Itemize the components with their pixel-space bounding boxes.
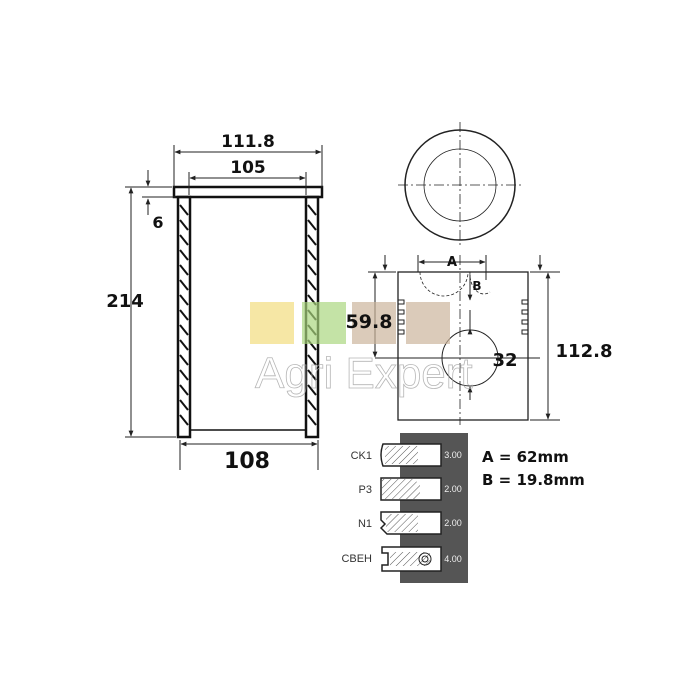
liner-length-label: 214 <box>106 291 144 312</box>
inner-diameter-label: 105 <box>230 158 266 178</box>
ring-width-ck1: 3.00 <box>444 450 462 460</box>
ring-ck1 <box>380 443 442 467</box>
ring-width-n1: 2.00 <box>444 518 462 528</box>
total-height-label: 112.8 <box>556 341 613 362</box>
dimension-b-label: B <box>472 279 481 293</box>
piston-side-view <box>368 255 560 425</box>
ring-p3 <box>380 477 442 501</box>
flange-height-label: 6 <box>152 213 163 232</box>
ring-width-cbeh: 4.00 <box>444 554 462 564</box>
pin-diameter-label: 32 <box>492 350 517 371</box>
ring-n1 <box>379 511 442 535</box>
compression-height-label: 59.8 <box>346 311 393 333</box>
ring-name-ck1: CK1 <box>351 450 372 462</box>
ring-cbeh <box>381 546 442 572</box>
dimension-a-label: A <box>447 255 457 270</box>
watermark-logo: Agri Expert <box>250 302 473 398</box>
piston-top-view <box>398 122 522 248</box>
a-value-text: A = 62mm <box>482 448 569 466</box>
outer-diameter-label: 108 <box>224 449 270 474</box>
watermark-text: Agri Expert <box>255 349 473 398</box>
ring-width-p3: 2.00 <box>444 484 462 494</box>
ring-name-cbeh: CBEH <box>341 553 372 565</box>
ring-name-n1: N1 <box>358 518 372 530</box>
ring-name-p3: P3 <box>359 484 372 496</box>
b-value-text: B = 19.8mm <box>482 471 585 489</box>
cylinder-liner <box>172 185 324 439</box>
liner-dimensions <box>125 145 323 470</box>
flange-diameter-label: 111.8 <box>221 132 275 152</box>
